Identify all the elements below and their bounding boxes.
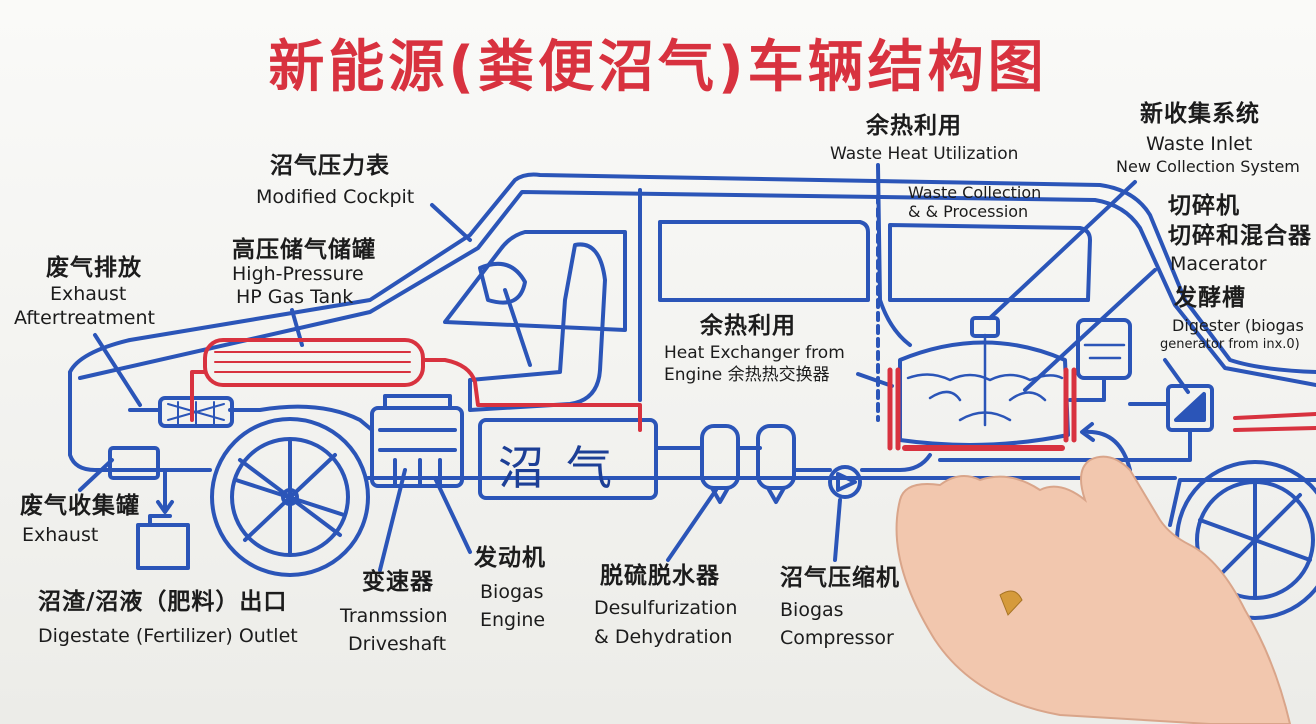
exhaust-collector-arrow [156, 468, 174, 514]
compressor-label-en1: Biogas [780, 599, 844, 621]
leader-macerator [1023, 268, 1157, 392]
heat-exchanger-band-right [1063, 367, 1077, 443]
waste-heat-label-en: Waste Heat Utilization [830, 144, 1019, 164]
collection-label-en2: New Collection System [1116, 157, 1300, 176]
return-arrow [1080, 422, 1132, 472]
exhaust-collector-label-en: Exhaust [22, 524, 99, 546]
catalytic-mesh [167, 401, 225, 425]
exhaust-label-zh: 废气排放 [46, 255, 142, 281]
red-gas-line-upper [421, 358, 642, 432]
front-wheel-spokes [234, 438, 346, 557]
car-body-inner [78, 190, 1316, 387]
middle-window [658, 220, 870, 302]
biogas-compressor [828, 465, 862, 499]
engine-label-zh: 发动机 [474, 545, 546, 571]
filter-bottoms [710, 486, 786, 504]
macerator-pipe [938, 402, 1192, 462]
desulf-label-en2: & Dehydration [594, 626, 733, 648]
exhaust-collector-label-zh: 废气收集罐 [20, 493, 140, 519]
engine-detail [378, 394, 457, 488]
engine-label-en1: Biogas [480, 581, 544, 603]
front-wheel-hub [281, 488, 299, 506]
leader-gearbox [378, 468, 407, 572]
digestate-label-en: Digestate (Fertilizer) Outlet [38, 625, 298, 647]
biogas-storage-box [478, 418, 658, 500]
waste-collection-label-en1: Waste Collection [908, 183, 1042, 202]
collection-label-zh: 新收集系统 [1140, 101, 1260, 127]
compressor-label-zh: 沼气压缩机 [780, 565, 900, 591]
pressure-gauge-label-en: Modified Cockpit [256, 186, 415, 208]
gas-tank-label-en2: HP Gas Tank [236, 286, 354, 308]
biogas-line [654, 446, 932, 472]
front-wheel-outer [210, 417, 370, 577]
leader-engine [433, 476, 472, 554]
engine-block [370, 406, 464, 488]
hp-gas-tank [203, 338, 425, 387]
gearbox-label-zh: 变速器 [362, 569, 434, 595]
exhaust-pipe [128, 404, 374, 432]
exhaust-collector [108, 446, 160, 480]
red-gas-line-lower [190, 370, 207, 422]
desulf-label-en1: Desulfurization [594, 597, 738, 619]
digester-label-en2: generator from inx.0) [1160, 337, 1300, 352]
leader-waste-inlet [988, 180, 1137, 320]
gas-tank-label-zh: 高压储气储罐 [232, 237, 376, 263]
desulf-label-zh: 脱硫脱水器 [600, 563, 720, 589]
steering-wheel [478, 261, 532, 367]
collection-label-en1: Waste Inlet [1146, 133, 1253, 155]
waste-reservoir [1076, 318, 1132, 380]
heat-exchanger-label-en1: Heat Exchanger from [664, 343, 845, 363]
car-body-outline [68, 172, 1316, 527]
digestate-label-zh: 沼渣/沼液（肥料）出口 [38, 589, 288, 615]
exhaust-label-en2: Aftertreatment [14, 307, 155, 329]
digester-mixer [928, 333, 1047, 427]
leader-collector [78, 458, 114, 492]
leader-desulf [666, 488, 718, 562]
exhaust-label-en1: Exhaust [50, 283, 127, 305]
digester-label-zh: 发酵槽 [1174, 285, 1246, 311]
leader-exhaust [93, 333, 142, 407]
front-window [443, 230, 627, 332]
macerator-label-zh2: 切碎和混合器 [1168, 223, 1312, 249]
biogas-tank-label: 沼气 [498, 441, 634, 495]
leader-gauge [430, 203, 472, 242]
leader-compressor [833, 498, 842, 562]
macerator-blade [1174, 392, 1206, 422]
digester-inlet-cap [970, 316, 1000, 338]
engine-label-en2: Engine [480, 609, 546, 631]
compressor-triangle [836, 472, 857, 492]
rear-tail-light [1233, 412, 1316, 432]
pressure-gauge-label-zh: 沼气压力表 [270, 153, 390, 179]
macerator-label-en: Macerator [1170, 253, 1267, 275]
catalytic-converter [158, 396, 234, 428]
desulf-filter-2 [756, 424, 796, 490]
leader-waste-heat [876, 163, 912, 347]
heat-exchanger-label-en2: Engine 余热热交换器 [664, 365, 830, 385]
presenter-hand [895, 455, 1292, 724]
diagram-title: 新能源(粪便沼气)车辆结构图 [268, 35, 1048, 100]
gearbox-label-en2: Driveshaft [348, 633, 447, 655]
macerator-label-zh1: 切碎机 [1168, 193, 1240, 219]
seat [468, 242, 607, 412]
digester-label-en1: Digester (biogas [1172, 316, 1304, 335]
waste-reservoir-pipe [1068, 376, 1106, 402]
rear-wheel-spokes [1198, 481, 1312, 600]
desulf-filter-1 [700, 424, 740, 490]
waste-reservoir-liquid [1083, 343, 1126, 360]
hp-gas-tank-hatching [214, 351, 411, 373]
heat-exchanger-band-left [887, 367, 901, 451]
leader-heat-exchanger [856, 372, 894, 388]
waste-collection-label-en2: & & Procession [908, 202, 1029, 221]
heat-exchanger-label-zh: 余热利用 [700, 313, 796, 339]
rear-window [888, 223, 1092, 302]
waste-heat-label-zh: 余热利用 [866, 113, 962, 139]
digestate-can [136, 514, 190, 570]
compressor-label-en2: Compressor [780, 627, 894, 649]
gearbox-label-en1: Tranmssion [340, 605, 448, 627]
gas-tank-label-en1: High-Pressure [232, 263, 364, 285]
leader-digester [1163, 358, 1190, 394]
